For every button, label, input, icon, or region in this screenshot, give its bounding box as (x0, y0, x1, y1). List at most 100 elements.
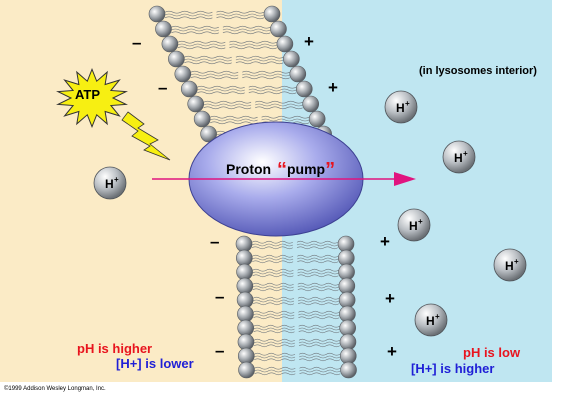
lipid-tail (299, 366, 341, 370)
lipid-tail (253, 344, 295, 348)
lipid-head (238, 361, 255, 379)
lipid-tail (171, 31, 219, 35)
lipid-head (161, 35, 179, 53)
lipid-tail (184, 58, 232, 62)
lipid-tail (216, 13, 265, 17)
lipid-head (339, 305, 356, 323)
lipid-tail (298, 324, 340, 328)
lipid-tail (253, 313, 295, 317)
lipid-tail (242, 73, 290, 77)
lipid-head (237, 333, 255, 351)
lipid-tail (296, 243, 338, 247)
lipid-tail (255, 106, 303, 110)
lipid-head (155, 20, 172, 38)
proton-pump-word-1: Proton (226, 161, 272, 177)
lipid-tail (203, 106, 252, 110)
lipid-tail (253, 327, 295, 331)
lipid-tail (299, 355, 341, 359)
svg-text:H: H (105, 177, 114, 191)
lipid-head (180, 80, 198, 98)
lipid-tail (297, 299, 340, 303)
lipid-head (276, 35, 294, 53)
svg-text:H: H (505, 259, 514, 273)
lipid-tail (252, 254, 294, 258)
lipid-head (168, 50, 185, 68)
svg-text:+: + (435, 312, 440, 321)
lipid-tail (261, 115, 310, 119)
lipid-head (337, 249, 355, 267)
lipid-tail (298, 341, 340, 345)
lipid-tail (253, 316, 295, 320)
lipid-tail (252, 302, 295, 306)
lipid-tail (255, 103, 303, 107)
lipid-tail (164, 13, 213, 17)
transport-arrow-icon (152, 172, 416, 186)
lipid-head (187, 95, 204, 113)
lipid-tail (297, 285, 339, 289)
negative-charge-sign: – (215, 287, 225, 306)
atp-burst-shape (56, 67, 128, 129)
lipid-tail (298, 313, 340, 317)
lightning-bolt-icon (121, 111, 171, 161)
lipid-tail (254, 369, 296, 373)
lipid-tail (253, 330, 295, 334)
lipid-tail (253, 338, 295, 342)
lipid-tail (297, 296, 340, 300)
proton-pump-label: Proton “pump” (226, 158, 335, 181)
lipid-tail (254, 352, 296, 356)
lipid-tail (197, 85, 245, 89)
lipid-tail (252, 257, 294, 261)
lipid-head (289, 65, 307, 83)
lipid-tail (296, 240, 338, 244)
lipid-head (339, 319, 356, 337)
lipid-tail (297, 288, 339, 292)
lipid-head (237, 347, 255, 365)
negative-charge-sign: – (210, 232, 220, 251)
lipid-tail (299, 369, 341, 373)
lipid-tail (190, 76, 239, 80)
lipid-head (237, 319, 254, 337)
lipid-head (295, 80, 313, 98)
positive-charge-sign: + (328, 78, 338, 97)
lipid-tail (235, 58, 284, 62)
lipid-tail (248, 85, 297, 89)
lysosome-interior-note: (in lysosomes interior) (419, 65, 537, 77)
negative-charge-sign: – (158, 78, 168, 97)
negative-charge-sign: – (132, 33, 142, 52)
negative-charge-sign: – (215, 341, 225, 360)
lipid-tail (251, 246, 293, 250)
lipid-tail (210, 121, 258, 125)
lipid-tail (171, 28, 219, 32)
lipid-tail (253, 341, 295, 345)
lipid-tail (254, 366, 296, 370)
lipid-tail (254, 355, 296, 359)
lipid-tail (298, 316, 340, 320)
lipid-head (193, 110, 211, 128)
lipid-head (338, 291, 356, 309)
lipid-head (339, 347, 357, 365)
positive-charge-sign: + (304, 32, 314, 51)
lipid-head (200, 125, 217, 143)
lipid-tail (299, 372, 341, 376)
lipid-head (236, 277, 254, 295)
open-quote: “ (277, 159, 287, 181)
lipid-head (340, 361, 357, 379)
lipid-head (235, 235, 253, 253)
proton-pump-word-2: pump (287, 161, 326, 177)
proton-ion-icon: H+ (397, 208, 431, 242)
lipid-head (337, 235, 355, 253)
lipid-tail (177, 43, 226, 47)
svg-text:+: + (514, 257, 519, 266)
lipid-tail (252, 288, 294, 292)
lipid-tail (242, 70, 290, 74)
svg-text:+: + (418, 217, 423, 226)
lipid-tail (190, 70, 239, 74)
lipid-tail (210, 118, 258, 122)
lipid-head (236, 263, 253, 281)
lipid-tail (248, 91, 297, 95)
lipid-tail (222, 28, 271, 32)
lipid-tail (229, 43, 277, 47)
lipid-tail (190, 73, 239, 77)
lipid-tail (298, 310, 340, 314)
